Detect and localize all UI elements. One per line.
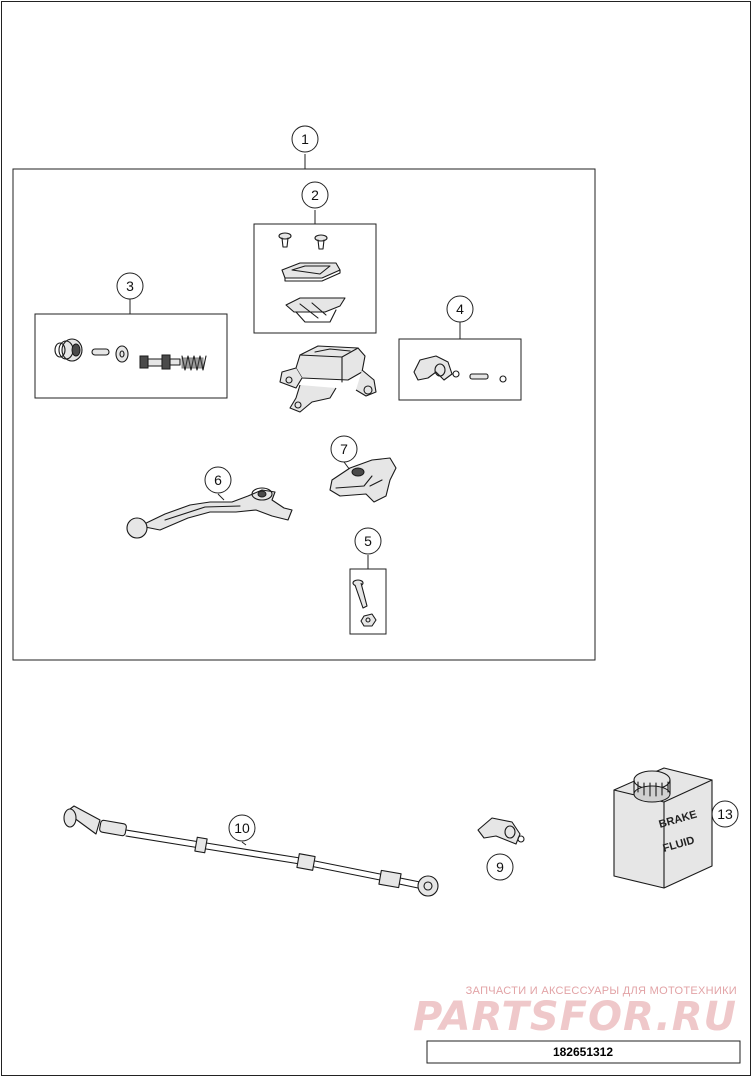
brake-fluid-can-icon: BRAKE FLUID	[613, 767, 713, 889]
callout-5-label: 5	[364, 533, 372, 549]
spring-icon	[181, 355, 207, 371]
callout-7-label: 7	[340, 441, 348, 457]
callout-5[interactable]: 5	[354, 527, 382, 555]
callout-10[interactable]: 10	[228, 814, 256, 842]
callout-2[interactable]: 2	[301, 181, 329, 209]
document-number-box: 182651312	[426, 1040, 741, 1064]
brake-hose-icon	[63, 805, 439, 897]
callout-3[interactable]: 3	[116, 272, 144, 300]
callout-13[interactable]: 13	[711, 800, 739, 828]
reservoir-cover-icon	[281, 262, 341, 282]
assembly-1: 1	[12, 125, 596, 661]
callout-13-label: 13	[717, 806, 733, 822]
washer-icon	[115, 345, 129, 363]
callout-9-label: 9	[496, 859, 504, 875]
kit-2-reservoir-cover: 2	[253, 181, 377, 334]
pivot-bolt-icon	[352, 579, 368, 609]
boot-seal-icon	[54, 338, 83, 362]
piston-icon	[139, 354, 181, 370]
master-cylinder-body-icon	[279, 345, 377, 413]
watermark: ЗАПЧАСТИ И АКСЕССУАРЫ ДЛЯ МОТОТЕХНИКИ PA…	[413, 985, 737, 1040]
callout-4-label: 4	[456, 301, 464, 317]
pushrod-icon	[91, 348, 110, 356]
callout-10-label: 10	[234, 820, 250, 836]
callout-6[interactable]: 6	[204, 466, 232, 494]
callout-2-label: 2	[311, 187, 319, 203]
fitting-icon	[477, 817, 525, 845]
part-13-brake-fluid: 13 BRAKE FLUID	[613, 767, 739, 889]
adjuster-icon	[329, 457, 397, 503]
part-6-brake-lever: 6	[126, 466, 293, 539]
callout-6-label: 6	[214, 472, 222, 488]
brake-lever-icon	[126, 487, 293, 539]
callout-1-label: 1	[301, 131, 309, 147]
kit-4-clamp-kit: 4	[398, 295, 522, 401]
document-number: 182651312	[553, 1045, 613, 1059]
watermark-brand: PARTSFOR.RU	[413, 994, 737, 1040]
callout-1[interactable]: 1	[291, 125, 319, 153]
kit-3-piston-kit: 3	[34, 272, 228, 399]
clamp-icon	[413, 355, 460, 381]
assembly-1-box	[12, 168, 596, 661]
kit-3-box	[34, 313, 228, 399]
part-9-fitting: 9	[477, 817, 525, 881]
cover-screw-icon	[278, 232, 328, 250]
callout-3-label: 3	[126, 278, 134, 294]
callout-4[interactable]: 4	[446, 295, 474, 323]
pivot-nut-icon	[360, 613, 377, 627]
part-10-brake-hose: 10	[63, 805, 439, 897]
part-7-adjuster: 7	[329, 435, 397, 503]
watermark-tagline: ЗАПЧАСТИ И АКСЕССУАРЫ ДЛЯ МОТОТЕХНИКИ	[466, 985, 737, 997]
clamp-bolt-icon	[469, 373, 507, 383]
diaphragm-icon	[285, 297, 346, 323]
callout-9[interactable]: 9	[486, 853, 514, 881]
kit-5-pivot-bolt: 5	[349, 527, 387, 635]
callout-7[interactable]: 7	[330, 435, 358, 463]
